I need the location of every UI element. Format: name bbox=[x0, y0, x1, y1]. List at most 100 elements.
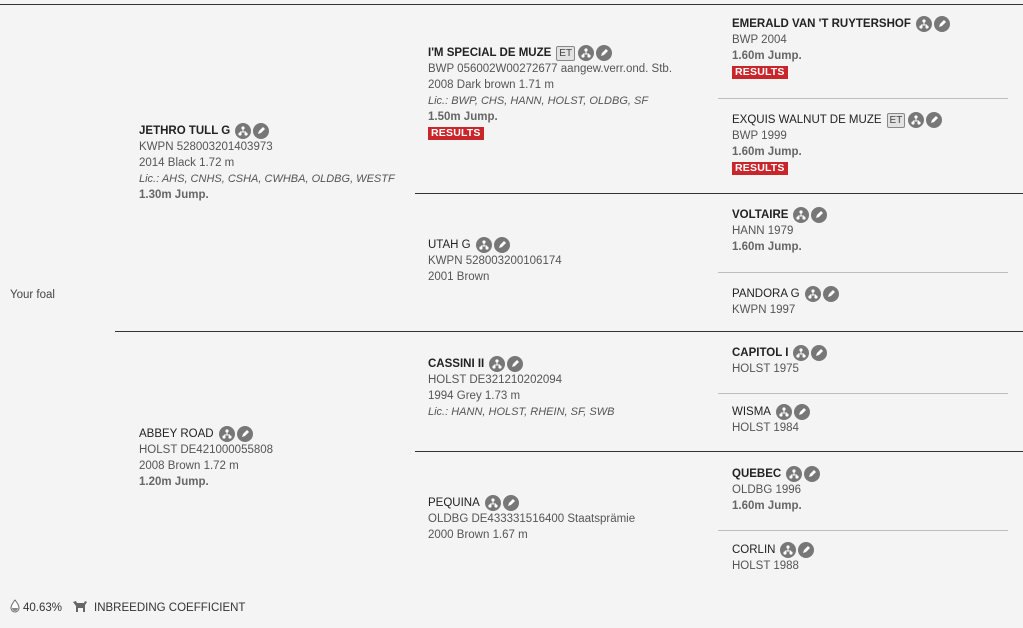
results-button[interactable]: RESULTS bbox=[428, 127, 484, 140]
sire-sire-reg: BWP 056002W00272677 aangew.verr.ond. Stb… bbox=[428, 63, 673, 75]
dam-dam-card: PEQUINA OLDBG DE433331516400 Staatsprämi… bbox=[428, 495, 635, 543]
edit-pencil-icon[interactable] bbox=[926, 112, 943, 128]
ggp-name[interactable]: PANDORA G bbox=[732, 288, 800, 300]
dam-sire-name-row: CASSINI II bbox=[428, 356, 525, 372]
pedigree-tree-icon[interactable] bbox=[908, 112, 925, 128]
dam-details: 2008 Brown 1.72 m bbox=[139, 460, 239, 472]
ggp-card: CAPITOL I HOLST 1975 bbox=[732, 345, 829, 377]
results-button[interactable]: RESULTS bbox=[732, 162, 788, 175]
dam-sire-name[interactable]: CASSINI II bbox=[428, 358, 485, 370]
ggp-name[interactable]: EMERALD VAN 'T RUYTERSHOF bbox=[732, 18, 911, 30]
results-button[interactable]: RESULTS bbox=[732, 66, 788, 79]
sire-dam-name-row: UTAH G bbox=[428, 237, 512, 253]
edit-pencil-icon[interactable] bbox=[502, 495, 519, 511]
ggp-name[interactable]: EXQUIS WALNUT DE MUZE bbox=[732, 114, 882, 126]
ggp-reg: OLDBG 1996 bbox=[732, 484, 802, 496]
et-badge: ET bbox=[556, 45, 576, 61]
pedigree-tree-icon[interactable] bbox=[804, 286, 821, 302]
pedigree-tree-icon[interactable] bbox=[786, 466, 803, 482]
sire-card: JETHRO TULL G KWPN 528003201403973 2014 … bbox=[139, 123, 395, 203]
pedigree-tree-icon[interactable] bbox=[489, 356, 506, 372]
ggp-card: QUEBEC OLDBG 1996 1.60m Jump. bbox=[732, 466, 822, 514]
sire-sire-card: I'M SPECIAL DE MUZE ET BWP 056002W002726… bbox=[428, 45, 672, 141]
sire-name-row: JETHRO TULL G bbox=[139, 123, 271, 139]
sire-name[interactable]: JETHRO TULL G bbox=[139, 125, 231, 137]
dam-reg: HOLST DE421000055808 bbox=[139, 444, 274, 456]
inbreeding-percent: 40.63% bbox=[23, 601, 63, 614]
edit-pencil-icon[interactable] bbox=[253, 123, 270, 139]
ggp-reg: HOLST 1975 bbox=[732, 363, 799, 375]
ggp-name[interactable]: VOLTAIRE bbox=[732, 209, 789, 221]
ggp-name-row: EXQUIS WALNUT DE MUZE ET bbox=[732, 112, 944, 128]
sire-sire-licenses: Lic.: BWP, CHS, HANN, HOLST, OLDBG, SF bbox=[428, 95, 649, 107]
edit-pencil-icon[interactable] bbox=[507, 356, 524, 372]
ggp-jump: 1.60m Jump. bbox=[732, 500, 802, 512]
dam-dam-name[interactable]: PEQUINA bbox=[428, 497, 480, 509]
edit-pencil-icon[interactable] bbox=[811, 345, 828, 361]
edit-pencil-icon[interactable] bbox=[793, 404, 810, 420]
dam-name-row: ABBEY ROAD bbox=[139, 426, 255, 442]
ggp-reg: HOLST 1984 bbox=[732, 422, 799, 434]
edit-pencil-icon[interactable] bbox=[804, 466, 821, 482]
dam-dam-name-row: PEQUINA bbox=[428, 495, 521, 511]
pedigree-tree-icon[interactable] bbox=[775, 404, 792, 420]
ggp-name-row: QUEBEC bbox=[732, 466, 822, 482]
inbreeding-label[interactable]: INBREEDING COEFFICIENT bbox=[94, 601, 246, 614]
edit-pencil-icon[interactable] bbox=[798, 542, 815, 558]
divider-ggp-2 bbox=[718, 272, 1008, 273]
pedigree-tree-icon[interactable] bbox=[475, 237, 492, 253]
ggp-name[interactable]: QUEBEC bbox=[732, 468, 782, 480]
ggp-name-row: EMERALD VAN 'T RUYTERSHOF bbox=[732, 16, 952, 32]
edit-pencil-icon[interactable] bbox=[493, 237, 510, 253]
sire-details: 2014 Black 1.72 m bbox=[139, 157, 235, 169]
ggp-jump: 1.60m Jump. bbox=[732, 146, 802, 158]
edit-pencil-icon[interactable] bbox=[596, 45, 613, 61]
ggp-reg: BWP 2004 bbox=[732, 34, 787, 46]
ggp-name[interactable]: WISMA bbox=[732, 406, 771, 418]
pedigree-tree-icon[interactable] bbox=[793, 207, 810, 223]
pedigree-tree-icon[interactable] bbox=[780, 542, 797, 558]
ggp-name-row: CORLIN bbox=[732, 542, 816, 558]
sire-dam-name[interactable]: UTAH G bbox=[428, 239, 471, 251]
dam-dam-details: 2000 Brown 1.67 m bbox=[428, 529, 528, 541]
dam-sire-reg: HOLST DE321210202094 bbox=[428, 374, 563, 386]
sire-sire-details: 2008 Dark brown 1.71 m bbox=[428, 79, 554, 91]
pedigree-tree-icon[interactable] bbox=[484, 495, 501, 511]
sire-dam-card: UTAH G KWPN 528003200106174 2001 Brown bbox=[428, 237, 562, 285]
ggp-name-row: PANDORA G bbox=[732, 286, 841, 302]
ggp-jump: 1.60m Jump. bbox=[732, 50, 802, 62]
ggp-reg: KWPN 1997 bbox=[732, 304, 796, 316]
pedigree-tree-icon[interactable] bbox=[578, 45, 595, 61]
dam-name[interactable]: ABBEY ROAD bbox=[139, 428, 214, 440]
ggp-card: PANDORA G KWPN 1997 bbox=[732, 286, 841, 318]
pedigree-tree-icon[interactable] bbox=[915, 16, 932, 32]
ggp-jump: 1.60m Jump. bbox=[732, 241, 802, 253]
ggp-name[interactable]: CAPITOL I bbox=[732, 347, 789, 359]
pedigree-tree-icon[interactable] bbox=[235, 123, 252, 139]
ggp-card: EMERALD VAN 'T RUYTERSHOF BWP 2004 1.60m… bbox=[732, 16, 952, 80]
sire-sire-name[interactable]: I'M SPECIAL DE MUZE bbox=[428, 47, 552, 59]
top-border bbox=[0, 4, 1023, 5]
ggp-name-row: CAPITOL I bbox=[732, 345, 829, 361]
sire-licenses: Lic.: AHS, CNHS, CSHA, CWHBA, OLDBG, WES… bbox=[139, 173, 395, 185]
pedigree-tree-icon[interactable] bbox=[793, 345, 810, 361]
pedigree-tree-icon[interactable] bbox=[218, 426, 235, 442]
sire-sire-name-row: I'M SPECIAL DE MUZE ET bbox=[428, 45, 614, 61]
inbreeding-footer: 40.63% INBREEDING COEFFICIENT bbox=[10, 599, 245, 616]
ggp-card: WISMA HOLST 1984 bbox=[732, 404, 812, 436]
ggp-reg: HANN 1979 bbox=[732, 225, 794, 237]
sire-reg: KWPN 528003201403973 bbox=[139, 141, 273, 153]
sire-sire-jump: 1.50m Jump. bbox=[428, 111, 498, 123]
edit-pencil-icon[interactable] bbox=[236, 426, 253, 442]
divider-sire-dam bbox=[115, 331, 1023, 332]
dam-sire-details: 1994 Grey 1.73 m bbox=[428, 390, 521, 402]
divider-ggp-1 bbox=[718, 98, 1008, 99]
ggp-name[interactable]: CORLIN bbox=[732, 544, 776, 556]
ggp-reg: HOLST 1988 bbox=[732, 560, 799, 572]
edit-pencil-icon[interactable] bbox=[811, 207, 828, 223]
edit-pencil-icon[interactable] bbox=[822, 286, 839, 302]
edit-pencil-icon[interactable] bbox=[933, 16, 950, 32]
your-foal-label: Your foal bbox=[10, 289, 55, 301]
horse-icon[interactable] bbox=[72, 600, 88, 616]
ggp-card: CORLIN HOLST 1988 bbox=[732, 542, 816, 574]
